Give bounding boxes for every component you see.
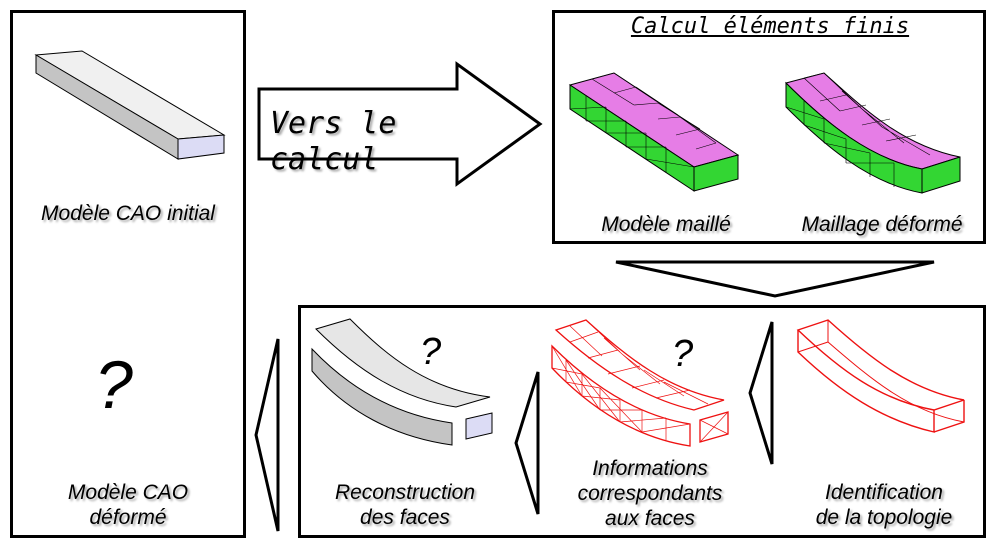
to-calculation-arrow	[257, 61, 543, 187]
left-arrow-to-reconstruction	[514, 371, 540, 515]
initial-cad-model-label: Modèle CAO initial	[41, 202, 215, 225]
topology-identification-icon	[796, 319, 965, 433]
reconstruction-faces-label: Reconstruction des faces	[334, 481, 476, 529]
face-information-label: Informations correspondants aux faces	[577, 457, 723, 530]
down-arrow	[615, 260, 935, 298]
meshed-model-icon	[568, 72, 740, 192]
initial-cad-beam	[34, 50, 226, 160]
fem-title: Calcul éléments finis	[630, 14, 910, 39]
deformed-mesh-icon	[785, 72, 961, 194]
face-information-icon	[551, 319, 729, 447]
reconstruction-question-mark: ?	[420, 331, 442, 373]
left-arrow-to-cad	[254, 338, 280, 532]
information-question-mark: ?	[672, 333, 694, 375]
deformed-cad-model-label: Modèle CAO déformé	[67, 481, 189, 529]
topology-identification-label: Identification de la topologie	[815, 481, 953, 529]
to-calculation-label: Vers le calcul	[270, 106, 397, 177]
deformed-mesh-label: Maillage déformé	[801, 213, 963, 236]
left-arrow-to-information	[748, 321, 774, 465]
meshed-model-label: Modèle maillé	[601, 213, 731, 236]
deformed-model-question-mark: ?	[95, 347, 133, 423]
reconstruction-faces-icon	[311, 318, 493, 446]
